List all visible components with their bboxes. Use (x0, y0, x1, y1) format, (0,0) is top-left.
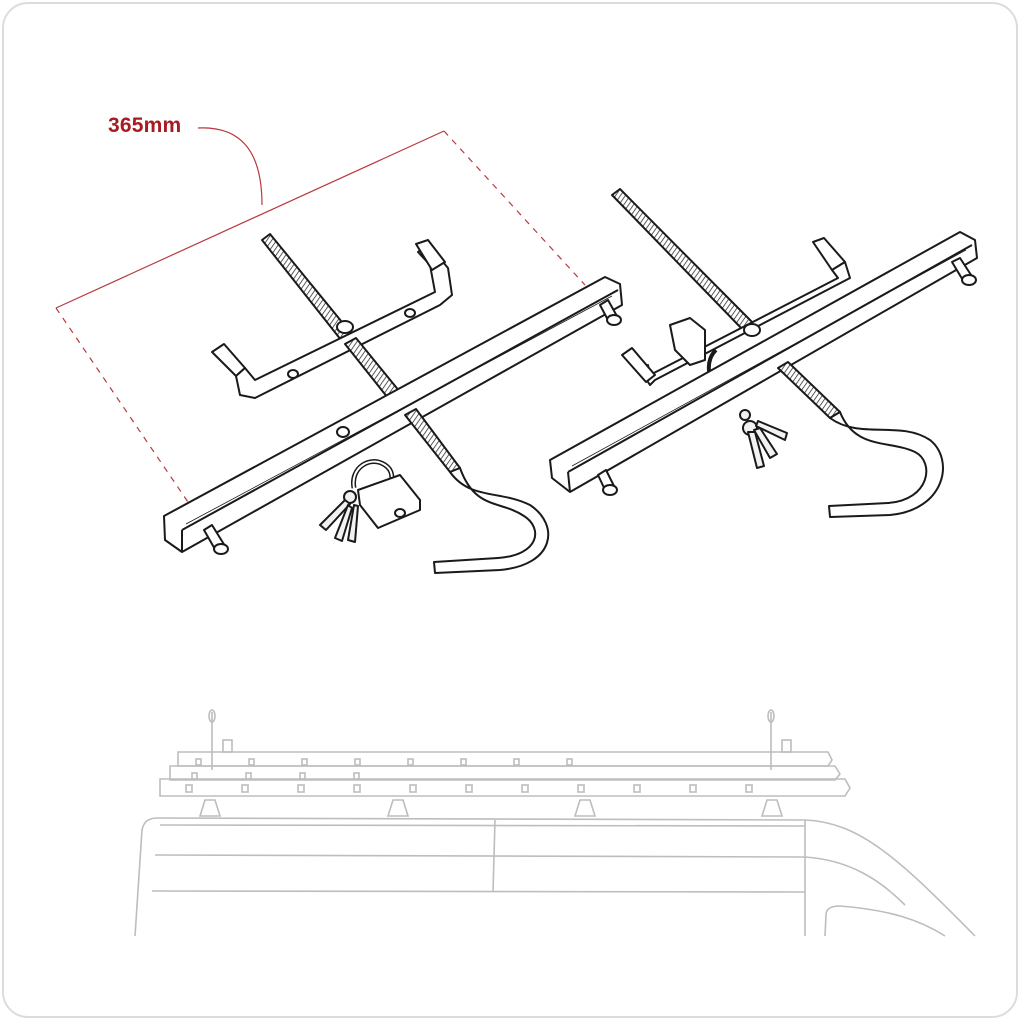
u-bracket-icon (211, 239, 453, 399)
padlock-icon (351, 459, 421, 529)
threaded-rod-upper-icon (611, 188, 756, 333)
threaded-rod-middle-icon (344, 337, 401, 399)
threaded-rod-lower-icon (404, 408, 461, 473)
dimension-line (55, 130, 445, 309)
keys-icon (319, 490, 359, 543)
peg-icon (203, 299, 622, 555)
peg-icon (597, 257, 977, 496)
dimension-annotation (55, 127, 586, 506)
van-body-icon (134, 817, 976, 937)
j-hook-icon (433, 467, 550, 574)
square-bar-icon (549, 231, 978, 493)
dimension-leader-line (197, 127, 263, 206)
ladder-icon (159, 751, 851, 797)
left-ladder-clamp (163, 233, 623, 574)
right-ladder-clamp (549, 188, 978, 518)
j-hook-icon (828, 411, 944, 518)
dimension-label: 365mm (108, 114, 182, 137)
u-bracket-icon (621, 237, 851, 386)
keys-icon (739, 409, 788, 469)
extension-line-left (55, 307, 191, 506)
square-bar-icon (163, 276, 623, 553)
rack-clamp-post-icon (208, 709, 792, 770)
threaded-rod-lower-icon (777, 361, 841, 419)
extension-line-right (443, 130, 586, 286)
van-roof-rack (134, 709, 976, 937)
rack-feet-icon (198, 799, 784, 817)
